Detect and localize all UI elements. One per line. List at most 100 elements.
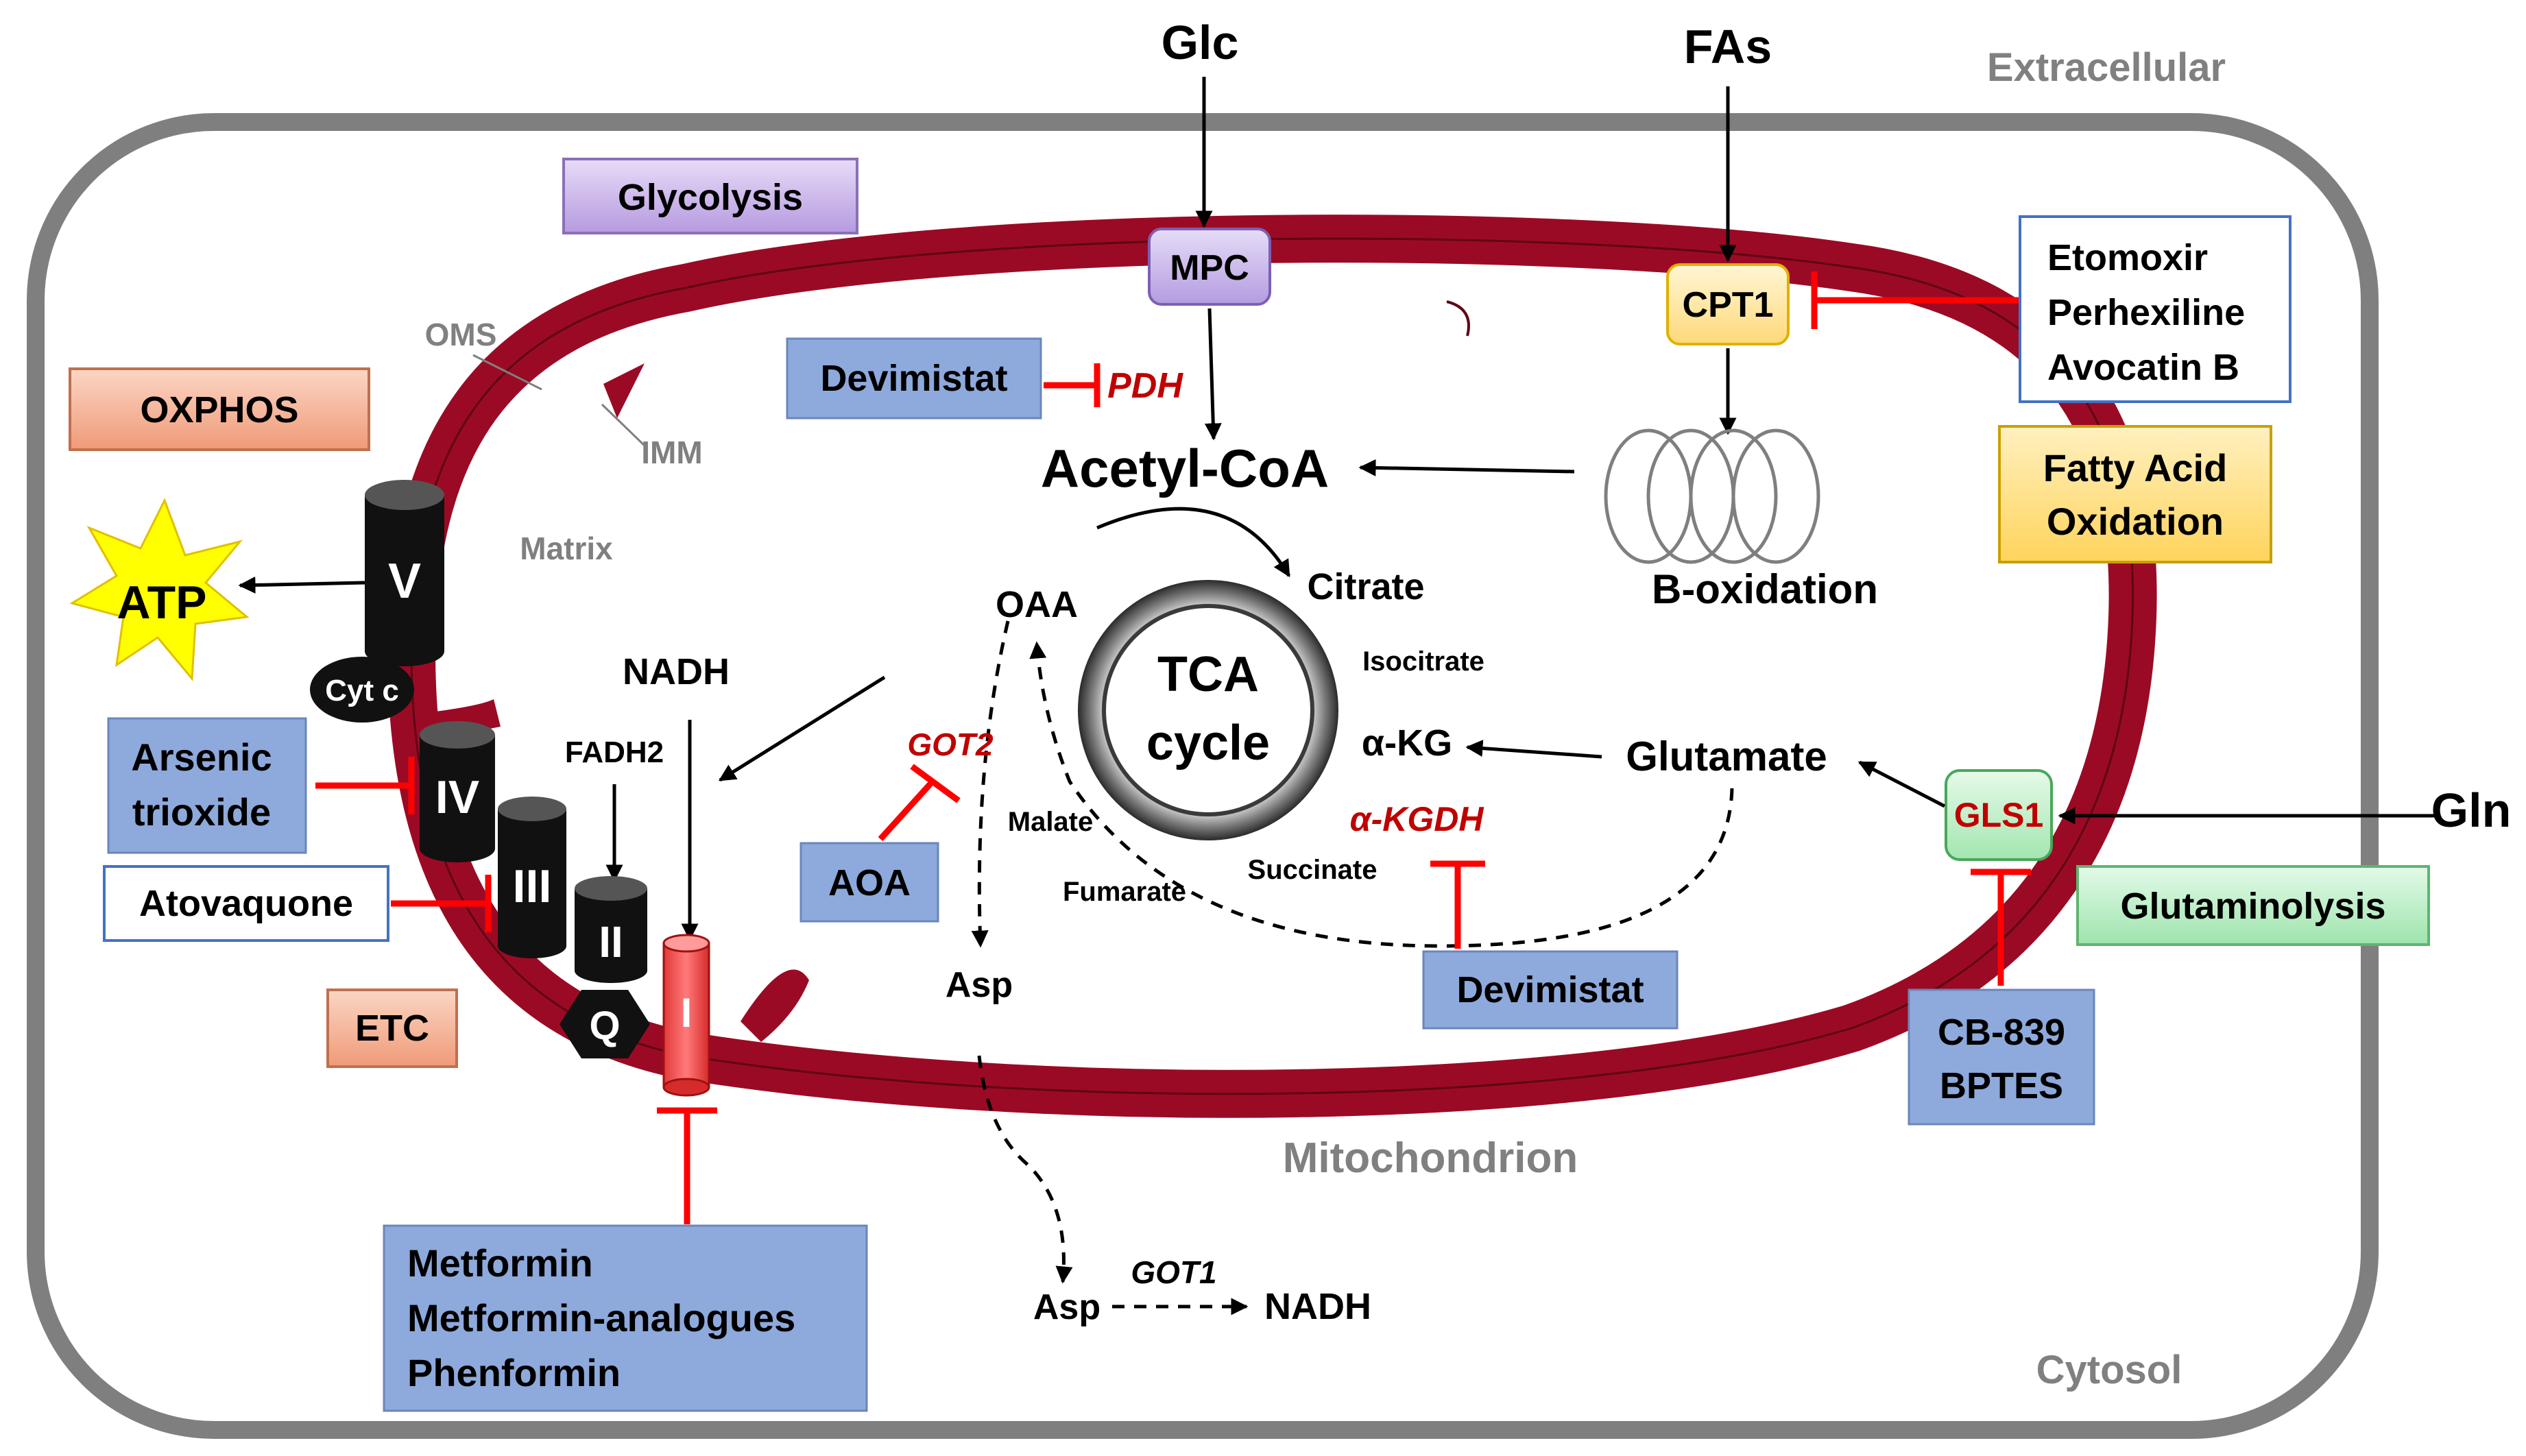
got1-enzyme-label: GOT1 bbox=[1131, 1254, 1216, 1290]
atovaquone-box bbox=[103, 865, 389, 942]
isocitrate-label: Isocitrate bbox=[1362, 646, 1484, 677]
nadh-cyto-label: NADH bbox=[1264, 1286, 1371, 1327]
glutamate-label: Glutamate bbox=[1626, 733, 1827, 779]
akgdh-enzyme-label: α-KGDH bbox=[1350, 800, 1484, 838]
mpc-label: MPC bbox=[1170, 248, 1249, 288]
oms-label: OMS bbox=[425, 317, 497, 352]
atovaquone-label: Atovaquone bbox=[139, 883, 353, 924]
gls1-transporter bbox=[1945, 769, 2053, 861]
akg-label: α-KG bbox=[1362, 723, 1452, 764]
asp-mito-label: Asp bbox=[946, 965, 1013, 1005]
cpt1-inhibitor-1: Etomoxir bbox=[2047, 237, 2208, 278]
cpt1-transporter bbox=[1666, 263, 1790, 345]
fao-box bbox=[1998, 425, 2272, 563]
devimistat-pdh-box bbox=[786, 337, 1042, 420]
fumarate-label: Fumarate bbox=[1063, 877, 1186, 907]
imm-label: IMM bbox=[641, 435, 702, 470]
oxphos-label: OXPHOS bbox=[140, 389, 298, 430]
oms-pointer bbox=[472, 354, 542, 391]
pdh-enzyme-label: PDH bbox=[1107, 366, 1183, 406]
devimistat-akgdh-box bbox=[1422, 950, 1679, 1030]
acetylcoa-label: Acetyl-CoA bbox=[1041, 438, 1329, 498]
dashed-oaa-asp bbox=[971, 620, 1010, 948]
fao-label-line2: Oxidation bbox=[2047, 500, 2224, 543]
imm-pointer bbox=[601, 403, 646, 447]
arsenic-label-line1: Arsenic bbox=[131, 736, 272, 779]
extracellular-label: Extracellular bbox=[1987, 45, 2226, 90]
gls1-label: GLS1 bbox=[1954, 796, 2044, 834]
complex1-inhibitor-1: Metformin bbox=[407, 1241, 593, 1285]
cpt1-inhibitor-box bbox=[2019, 215, 2292, 403]
succinate-label: Succinate bbox=[1248, 855, 1378, 885]
inner-membrane-line bbox=[410, 237, 2134, 1095]
boxidation-label: B-oxidation bbox=[1652, 566, 1878, 612]
complex1-inhibitor-2: Metformin-analogues bbox=[407, 1296, 795, 1339]
complex-ii-label: II bbox=[599, 917, 623, 967]
aoa-label: AOA bbox=[828, 862, 911, 903]
complex-iii-label: III bbox=[513, 860, 552, 912]
cpt1-inhibitor-2: Perhexiline bbox=[2047, 292, 2245, 333]
complex-ii bbox=[575, 876, 647, 983]
complex-iii bbox=[498, 797, 566, 958]
fadh2-label: FADH2 bbox=[565, 736, 664, 769]
tca-cycle-center bbox=[1102, 604, 1314, 816]
q-label: Q bbox=[589, 1004, 620, 1048]
arrow-tca-nadh bbox=[718, 675, 886, 782]
fao-label-line1: Fatty Acid bbox=[2043, 446, 2228, 489]
crista-top bbox=[1446, 300, 1470, 337]
cytc-carrier bbox=[310, 657, 414, 723]
fas-label: FAs bbox=[1684, 20, 1772, 73]
complex-iv-label: IV bbox=[435, 771, 479, 823]
arrow-complexv-atp bbox=[238, 577, 365, 594]
arrow-mpc-acetylcoa bbox=[1204, 308, 1222, 441]
nadh-mito-label: NADH bbox=[623, 651, 730, 692]
arrow-gls1-glutamate bbox=[1857, 760, 1946, 808]
arrow-acetylcoa-citrate bbox=[1096, 507, 1291, 578]
glycolysis-box bbox=[562, 158, 858, 234]
matrix-label: Matrix bbox=[520, 531, 613, 566]
gls1-inhibitor-2: BPTES bbox=[1940, 1065, 2063, 1106]
citrate-label: Citrate bbox=[1307, 566, 1424, 607]
arsenic-trioxide-box bbox=[107, 717, 307, 854]
gls1-inhibitor-1: CB-839 bbox=[1938, 1012, 2065, 1053]
etc-box bbox=[326, 988, 458, 1068]
etc-label: ETC bbox=[355, 1008, 429, 1049]
complex-iv bbox=[420, 721, 495, 862]
oxphos-box bbox=[69, 367, 370, 451]
mitochondrion-label: Mitochondrion bbox=[1283, 1135, 1578, 1182]
oaa-label: OAA bbox=[996, 584, 1078, 625]
atp-label: ATP bbox=[117, 577, 207, 629]
glycolysis-label: Glycolysis bbox=[618, 177, 803, 218]
mpc-transporter bbox=[1148, 228, 1271, 306]
atp-star-icon bbox=[69, 498, 250, 681]
tca-label-line2: cycle bbox=[1146, 716, 1270, 771]
asp-cyto-label: Asp bbox=[1033, 1287, 1100, 1327]
crista-left bbox=[603, 363, 645, 418]
aoa-box bbox=[799, 842, 939, 923]
complex-v bbox=[365, 480, 444, 666]
complex-i bbox=[662, 934, 710, 1097]
crista-bottom bbox=[741, 969, 809, 1042]
glutaminolysis-label: Glutaminolysis bbox=[2120, 886, 2385, 927]
glc-label: Glc bbox=[1162, 16, 1239, 69]
tca-label-line1: TCA bbox=[1157, 647, 1259, 702]
complex-v-label: V bbox=[388, 554, 421, 609]
devimistat-akgdh-label: Devimistat bbox=[1456, 969, 1644, 1010]
ubiquinone-q bbox=[560, 990, 650, 1058]
cytc-label: Cyt c bbox=[325, 674, 399, 707]
cytosol-label: Cytosol bbox=[2036, 1348, 2182, 1392]
got2-enzyme-label: GOT2 bbox=[907, 727, 994, 762]
cpt1-label: CPT1 bbox=[1683, 285, 1774, 325]
arsenic-label-line2: trioxide bbox=[132, 790, 271, 834]
gln-label: Gln bbox=[2431, 784, 2512, 837]
gls1-inhibitor-box bbox=[1908, 988, 2095, 1126]
arrow-boxidation-acetylcoa bbox=[1358, 459, 1575, 476]
ims-label: IMS bbox=[533, 384, 589, 420]
inhibit-got2 bbox=[878, 779, 935, 842]
inhibition-markers bbox=[315, 271, 2031, 1224]
complex1-inhibitor-3: Phenformin bbox=[407, 1351, 621, 1394]
glutaminolysis-box bbox=[2076, 865, 2430, 946]
complex1-inhibitor-box bbox=[383, 1224, 868, 1412]
devimistat-pdh-label: Devimistat bbox=[820, 358, 1007, 399]
